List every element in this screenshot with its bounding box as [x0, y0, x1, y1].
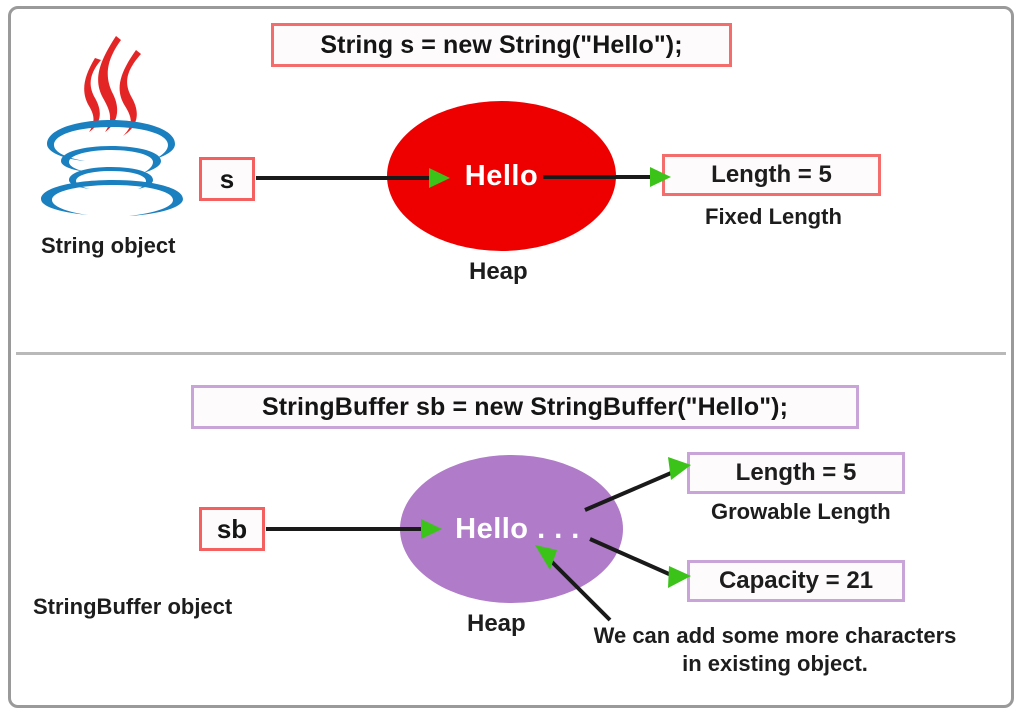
- annotation-line-1: We can add some more characters: [593, 623, 957, 648]
- string-length-caption: Fixed Length: [705, 204, 842, 229]
- stringbuffer-code-box: StringBuffer sb = new StringBuffer("Hell…: [191, 385, 859, 429]
- stringbuffer-heap-label: Heap: [467, 610, 526, 637]
- string-length-box: Length = 5: [662, 154, 881, 196]
- string-heap-label: Heap: [469, 258, 528, 285]
- string-heap-ellipse: Hello: [387, 101, 616, 251]
- stringbuffer-length-caption: Growable Length: [711, 499, 891, 524]
- string-variable-box: s: [199, 157, 255, 201]
- java-logo-icon: [33, 28, 188, 223]
- stringbuffer-heap-ellipse: Hello . . .: [400, 455, 623, 603]
- string-code-box: String s = new String("Hello");: [271, 23, 732, 67]
- stringbuffer-capacity-box: Capacity = 21: [687, 560, 905, 602]
- stringbuffer-length-box: Length = 5: [687, 452, 905, 494]
- stringbuffer-heap-value: Hello . . .: [455, 512, 580, 545]
- string-heap-value: Hello: [464, 159, 539, 192]
- string-object-label: String object: [41, 233, 176, 258]
- stringbuffer-variable-box: sb: [199, 507, 265, 551]
- section-divider: [16, 352, 1006, 355]
- stringbuffer-annotation: We can add some more characters in exist…: [560, 622, 990, 678]
- stringbuffer-object-label: StringBuffer object: [33, 594, 233, 619]
- annotation-line-2: in existing object.: [682, 651, 868, 677]
